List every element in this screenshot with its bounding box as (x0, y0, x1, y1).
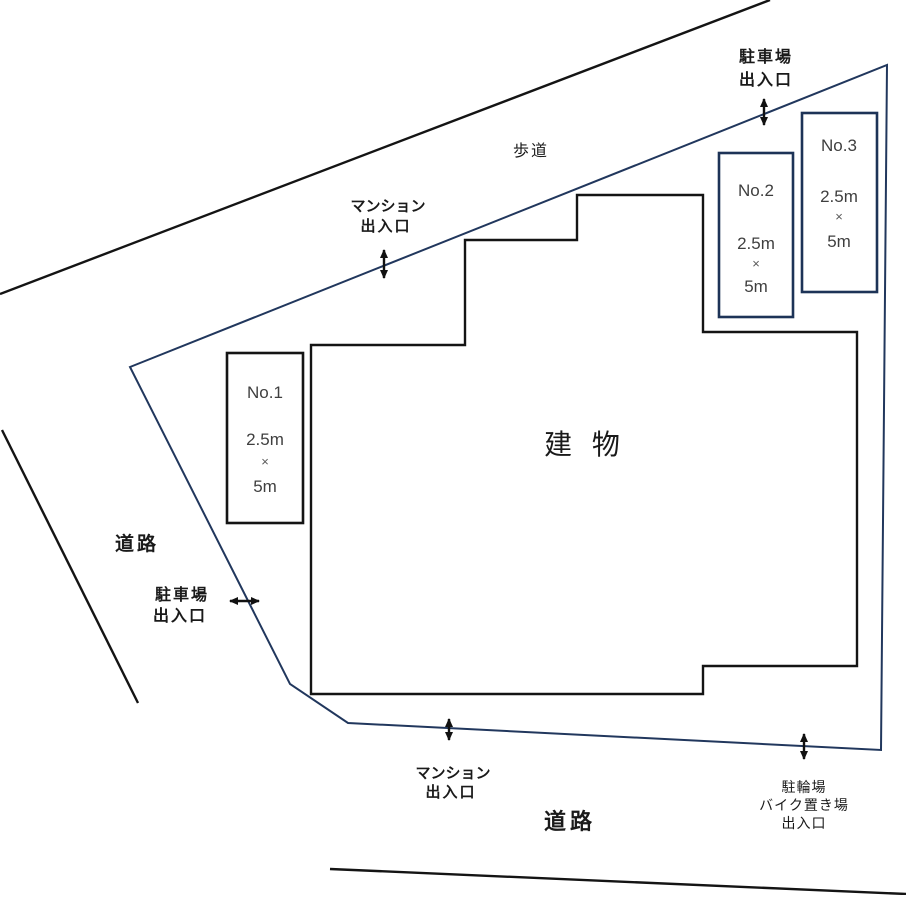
bike-entrance-bottom-label-line2: バイク置き場 (759, 797, 849, 813)
road-edge-bottom-line (329, 867, 906, 896)
parking-space-no2-rect (717, 151, 795, 319)
parking-space-no3-times: × (835, 209, 843, 224)
parking-space-no1-times: × (261, 454, 269, 469)
bike-entrance-bottom: 駐輪場 バイク置き場 出入口 (759, 733, 849, 831)
parking-space-no2: No.2 2.5m × 5m (717, 151, 795, 319)
parking-space-no3-length: 5m (827, 232, 851, 251)
parking-space-no3-label: No.3 (821, 136, 857, 155)
parking-entrance-top-label-line2: 出入口 (739, 70, 793, 89)
parking-space-no1-rect (225, 351, 305, 525)
mansion-entrance-bottom: マンション 出入口 (415, 718, 491, 801)
building-outline (309, 193, 859, 696)
bike-entrance-bottom-label-line3: 出入口 (782, 815, 827, 831)
parking-space-no1-length: 5m (253, 477, 277, 496)
road-edge-top-line (0, 0, 771, 296)
parking-entrance-left-label-line2: 出入口 (153, 606, 207, 625)
road-left-label: 道路 (115, 532, 159, 555)
parking-space-no2-length: 5m (744, 277, 768, 296)
parking-space-no3-rect (800, 111, 879, 294)
parking-entrance-left-label-line1: 駐車場 (155, 585, 209, 604)
mansion-entrance-top-label-line2: 出入口 (360, 217, 411, 235)
road-bottom-label: 道路 (544, 809, 596, 834)
sidewalk-label: 歩道 (513, 142, 549, 160)
parking-space-no2-label: No.2 (738, 181, 774, 200)
mansion-entrance-top-label-line1: マンション (350, 198, 425, 215)
road-edge-left-line (0, 429, 140, 704)
parking-entrance-top: 駐車場 出入口 (739, 47, 793, 126)
mansion-entrance-bottom-label-line1: マンション (415, 765, 490, 782)
building-label: 建 物 (544, 429, 626, 460)
parking-space-no1-width: 2.5m (246, 430, 284, 449)
parking-space-no2-width: 2.5m (737, 234, 775, 253)
parking-space-no3-width: 2.5m (820, 187, 858, 206)
parking-space-no1-label: No.1 (247, 383, 283, 402)
parking-entrance-left: 駐車場 出入口 (153, 585, 260, 625)
parking-entrance-top-label-line1: 駐車場 (739, 47, 793, 66)
parking-space-no2-times: × (752, 256, 760, 271)
mansion-entrance-bottom-label-line2: 出入口 (425, 783, 476, 801)
bike-entrance-bottom-label-line1: 駐輪場 (782, 779, 827, 795)
parking-space-no3: No.3 2.5m × 5m (800, 111, 879, 294)
mansion-entrance-top: マンション 出入口 (350, 198, 426, 279)
parking-space-no1: No.1 2.5m × 5m (225, 351, 305, 525)
